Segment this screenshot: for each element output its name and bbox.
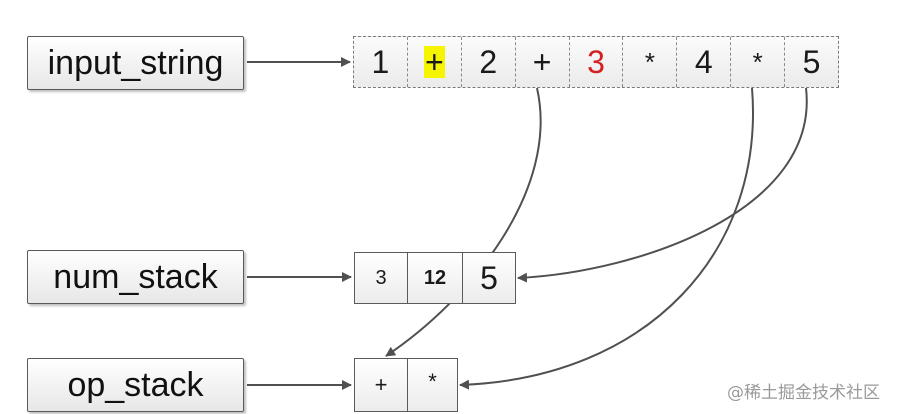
token-cell: 5 [784, 37, 838, 87]
token-cell: * [730, 37, 784, 87]
token-text: 5 [802, 44, 821, 80]
op-stack-value: + [374, 372, 388, 397]
token-text: 4 [694, 44, 713, 80]
num-stack-cell: 3 [355, 253, 407, 303]
num-stack-value: 12 [423, 266, 447, 289]
token-cell: * [622, 37, 676, 87]
input-string-label-text: input_string [47, 43, 224, 82]
num-stack-value: 3 [375, 266, 387, 289]
curve-token-5-to-num-stack [517, 87, 808, 283]
input-string-label: input_string [27, 36, 244, 90]
token-cell: 4 [676, 37, 730, 87]
token-text: + [532, 44, 552, 80]
curve-token-plus-to-op-stack [385, 87, 542, 357]
num-stack-label-text: num_stack [53, 257, 218, 296]
op-stack-label-text: op_stack [67, 365, 204, 404]
num-stack-cell: 12 [407, 253, 462, 303]
token-text: * [644, 47, 655, 77]
num-stack-label: num_stack [27, 250, 244, 304]
site-watermark: @稀土掘金技术社区 [727, 383, 880, 403]
token-cell: 3 [568, 37, 623, 87]
token-cell: 1 [354, 37, 407, 87]
op-stack-value: * [428, 369, 437, 394]
token-text: 1 [371, 44, 390, 80]
token-cell: + [514, 37, 569, 87]
num-stack: 3 12 5 [354, 252, 516, 304]
token-text-highlighted: + [423, 44, 445, 80]
op-stack-cell: + [355, 359, 407, 411]
curve-token-star-to-op-stack [459, 87, 754, 390]
op-stack-label: op_stack [27, 358, 244, 412]
num-stack-cell: 5 [462, 253, 515, 303]
input-token-tape: 1 + 2 + 3 * 4 * 5 [353, 36, 839, 88]
token-cell: + [406, 37, 461, 87]
token-text: 2 [479, 44, 498, 80]
token-text: * [752, 47, 763, 77]
op-stack-cell: * [407, 359, 457, 411]
num-stack-value: 5 [480, 259, 498, 296]
token-text-current: 3 [587, 44, 605, 80]
token-cell: 2 [460, 37, 515, 87]
op-stack: + * [354, 358, 458, 412]
